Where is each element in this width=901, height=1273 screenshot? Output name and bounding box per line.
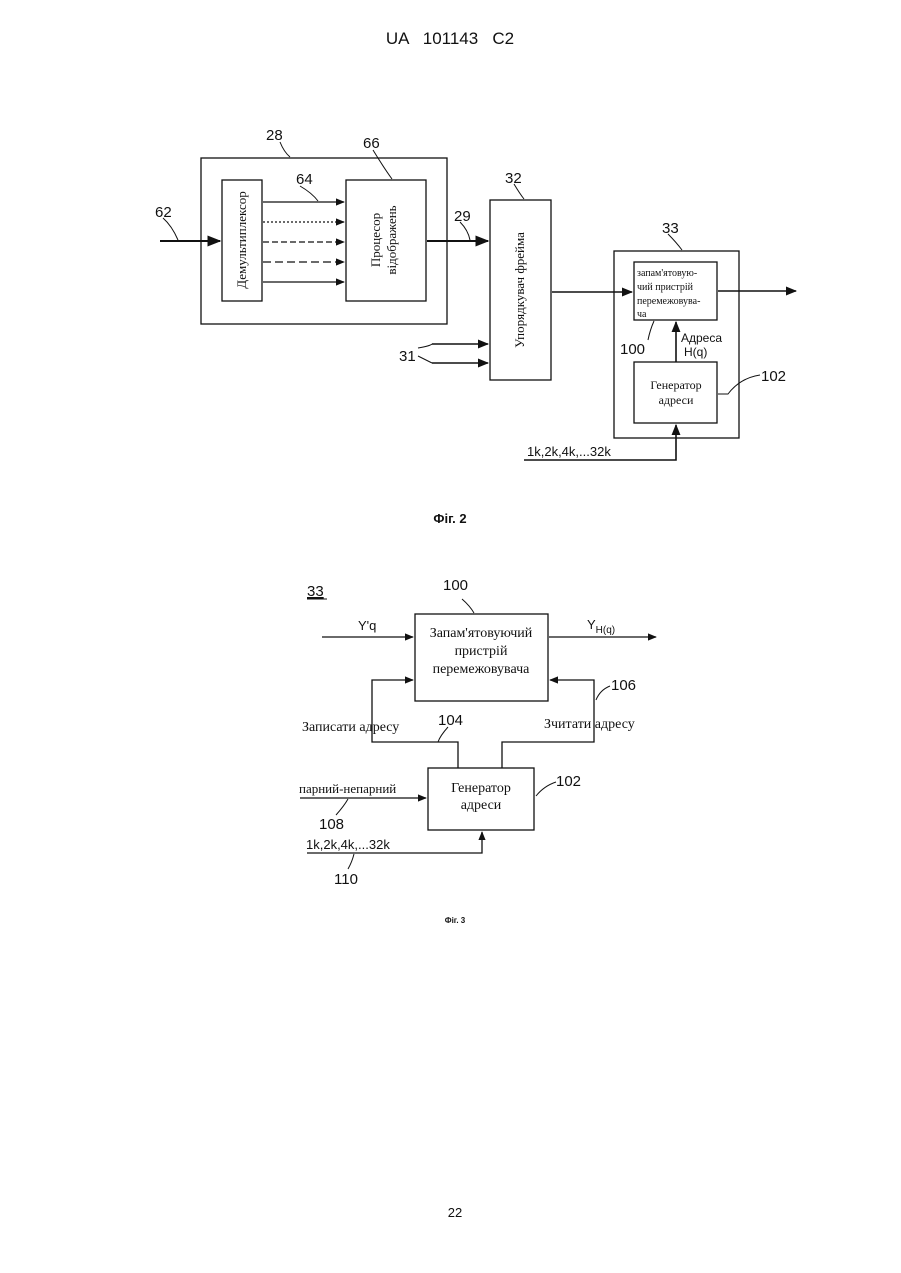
read-address-label: Зчитати адресу (544, 717, 635, 732)
fig3-generator-label-1: Генератор (451, 781, 511, 796)
fig2-ref-64: 64 (296, 171, 313, 188)
leader-64 (300, 186, 318, 201)
leader-100 (648, 321, 654, 340)
processor-label-2: відображень (384, 205, 399, 274)
fig3-leader-108 (336, 799, 348, 815)
fig3-caption: Фіг. 3 (445, 916, 466, 925)
fig3-ref-104: 104 (438, 712, 463, 729)
fig3-leader-106 (596, 686, 610, 700)
leader-28 (280, 142, 290, 157)
odd-even-label: парний-непарний (299, 781, 396, 796)
fig3-output-label: YH(q) (587, 617, 615, 636)
fig2-ref-100: 100 (620, 341, 645, 358)
fig3-memory-label-3: перемежовувача (433, 662, 531, 677)
fig2-ref-31: 31 (399, 348, 416, 365)
fig2-ref-28: 28 (266, 127, 283, 144)
write-address-label: Записати адресу (302, 720, 399, 735)
fig3-memory-label-2: пристрій (455, 644, 508, 659)
fig2-ref-62: 62 (155, 204, 172, 221)
fig2-ref-32: 32 (505, 170, 522, 187)
fig3-generator-label-2: адреси (461, 798, 502, 813)
leader-62 (163, 218, 178, 240)
fig2-ref-102: 102 (761, 368, 786, 385)
memory-label-2: чий пристрій (637, 282, 694, 293)
fig3-mode-input: 1k,2k,4k,...32k (306, 837, 390, 852)
fig3-ref-106: 106 (611, 677, 636, 694)
generator-label-2: адреси (659, 393, 694, 407)
leader-66 (373, 150, 392, 179)
fig3-ref-110: 110 (334, 871, 358, 888)
fig2-ref-33: 33 (662, 220, 679, 237)
generator-label-1: Генератор (650, 378, 701, 392)
memory-label-4: ча (637, 309, 647, 320)
processor-label-1: Процесор (368, 213, 383, 267)
memory-label-3: перемежовува- (637, 296, 700, 307)
page-number: 22 (448, 1205, 462, 1220)
fig2-ref-29: 29 (454, 208, 471, 225)
fig2-caption: Фіг. 2 (433, 511, 466, 526)
fig3-leader-102 (536, 782, 556, 796)
frame-builder-label: Упорядкувач фрейма (512, 232, 527, 348)
fig2-ref-66: 66 (363, 135, 380, 152)
fig3-input-label: Y'q (358, 618, 376, 633)
fig2-diagram (160, 142, 796, 460)
fig3-ref-108: 108 (319, 816, 344, 833)
address-label-1: Адреса (681, 331, 722, 345)
demux-label: Демультиплексор (234, 191, 249, 289)
leader-31-b (418, 356, 432, 363)
fig3-memory-label-1: Запам'ятовуючий (430, 626, 533, 641)
fig3-leader-104 (438, 727, 448, 742)
fig2-mode-input: 1k,2k,4k,...32k (527, 444, 611, 459)
fig3-ref-102: 102 (556, 773, 581, 790)
fig3-ref-100: 100 (443, 577, 468, 594)
leader-31-a (418, 344, 432, 348)
patent-number: UA 101143 C2 (386, 29, 514, 48)
memory-label-1: запам'ятовую- (637, 268, 697, 279)
fig3-leader-100 (462, 599, 474, 613)
address-label-2: H(q) (684, 345, 707, 359)
fig3-leader-110 (348, 854, 354, 869)
fig3-ref-33: 33 (307, 583, 324, 600)
